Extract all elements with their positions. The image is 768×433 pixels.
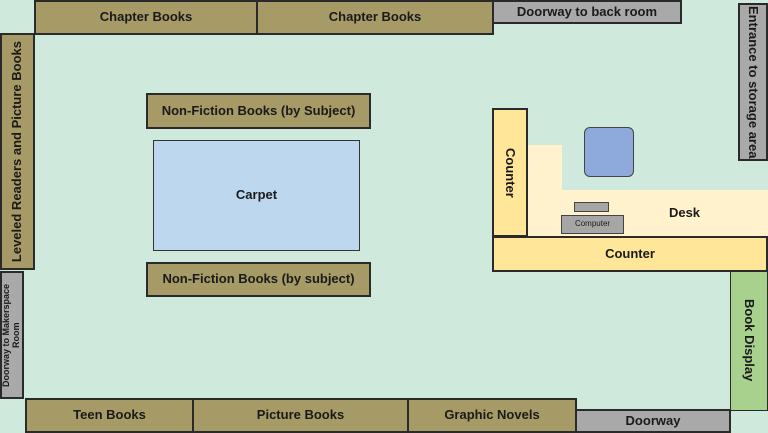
- makerspace-doorway-label: Doorway to Makerspace Room: [1, 283, 21, 387]
- back-room-doorway: Doorway to back room: [492, 0, 682, 24]
- graphic-novels-shelf: Graphic Novels: [407, 398, 577, 433]
- chapter-books-label-2: Chapter Books: [328, 9, 422, 25]
- graphic-novels-label: Graphic Novels: [444, 407, 540, 423]
- makerspace-doorway: Doorway to Makerspace Room: [0, 271, 24, 399]
- storage-entrance: Entrance to storage area: [738, 3, 768, 161]
- nonfiction-bottom-label: Non-Fiction Books (by subject): [162, 271, 355, 287]
- keyboard-icon: [574, 202, 609, 212]
- leveled-readers-shelf: Leveled Readers and Picture Books: [0, 33, 35, 270]
- bottom-doorway: Doorway: [575, 409, 731, 433]
- back-room-doorway-label: Doorway to back room: [516, 3, 658, 19]
- teen-books-shelf: Teen Books: [25, 398, 194, 433]
- chapter-books-shelf-2: Chapter Books: [256, 0, 494, 35]
- computer-label: Computer: [574, 219, 611, 229]
- monitor-icon: [584, 127, 634, 177]
- teen-books-label: Teen Books: [73, 407, 146, 423]
- bottom-doorway-label: Doorway: [625, 412, 681, 428]
- chapter-books-label-1: Chapter Books: [99, 9, 193, 25]
- book-display-label: Book Display: [742, 299, 758, 382]
- nonfiction-top-label: Non-Fiction Books (by Subject): [161, 102, 356, 118]
- picture-books-shelf: Picture Books: [192, 398, 409, 433]
- computer: Computer: [561, 215, 624, 234]
- desk-upper-section: [527, 145, 562, 237]
- storage-entrance-label: Entrance to storage area: [746, 5, 762, 159]
- nonfiction-shelf-top: Non-Fiction Books (by Subject): [146, 93, 371, 129]
- carpet: Carpet: [153, 140, 360, 251]
- leveled-readers-label: Leveled Readers and Picture Books: [9, 40, 25, 263]
- counter-horizontal: Counter: [492, 236, 768, 272]
- desk-label: Desk: [668, 205, 701, 221]
- carpet-label: Carpet: [235, 187, 278, 203]
- nonfiction-shelf-bottom: Non-Fiction Books (by subject): [146, 262, 371, 297]
- book-display: Book Display: [730, 270, 768, 411]
- counter-horizontal-label: Counter: [605, 245, 655, 261]
- chapter-books-shelf-1: Chapter Books: [34, 0, 258, 35]
- picture-books-label: Picture Books: [256, 407, 345, 423]
- counter-vertical: Counter: [492, 108, 528, 237]
- counter-vertical-label: Counter: [503, 147, 519, 198]
